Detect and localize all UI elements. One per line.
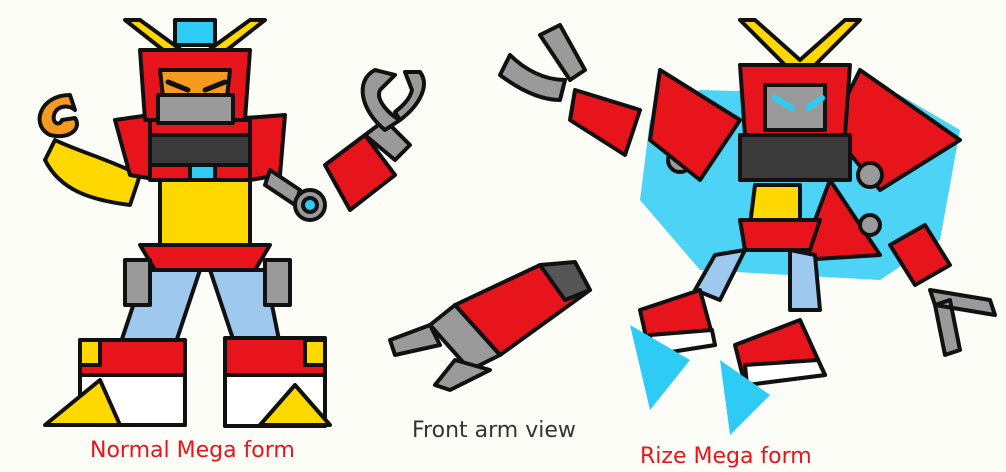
rize-left-thruster — [630, 325, 690, 410]
rize-right-forearm — [888, 223, 952, 287]
rize-right-elbow — [856, 161, 884, 189]
chest-vent — [148, 133, 252, 167]
head-blue-top — [173, 18, 217, 47]
normal-mega-form-robot — [37, 18, 426, 428]
right-forearm — [323, 133, 397, 212]
rize-face — [763, 83, 827, 132]
rize-chest — [738, 133, 852, 182]
right-claw — [360, 68, 426, 132]
right-knee-pad — [263, 258, 292, 307]
rize-right-boot-white — [743, 358, 827, 387]
rize-left-forearm — [568, 88, 642, 157]
front-arm-wrist — [428, 303, 502, 372]
rize-left-leg — [693, 248, 747, 302]
caption-front-arm-view: Front arm view — [412, 418, 576, 443]
rize-right-thruster — [720, 360, 770, 435]
left-boot-spike — [43, 378, 122, 427]
rize-wing-left — [648, 68, 742, 182]
left-knee-pad — [123, 258, 152, 307]
right-boot-gold — [303, 338, 327, 367]
left-curl-arm — [43, 138, 142, 207]
rize-left-claw — [498, 23, 587, 102]
left-curl-hand — [37, 93, 79, 139]
right-boot-spike — [258, 383, 332, 427]
rize-eyes — [772, 95, 825, 111]
caption-rize-mega-form: Rize Mega form — [640, 444, 812, 469]
front-arm-view — [388, 260, 592, 392]
front-arm-claw-bottom — [433, 358, 492, 392]
rize-right-joint — [858, 213, 882, 237]
hips — [138, 243, 272, 272]
front-arm-dark — [538, 260, 592, 302]
front-arm-claw-top — [388, 323, 442, 357]
mouth-guard — [156, 93, 235, 125]
rize-right-leg — [788, 248, 822, 312]
eyes — [165, 79, 228, 93]
caption-normal-mega-form: Normal Mega form — [90, 438, 295, 463]
rize-mega-form-robot — [498, 18, 997, 435]
elbow-light — [301, 196, 319, 214]
left-boot-gold — [78, 338, 102, 367]
rize-right-claw — [928, 288, 997, 357]
rize-hips — [738, 218, 822, 252]
waist — [158, 178, 252, 247]
